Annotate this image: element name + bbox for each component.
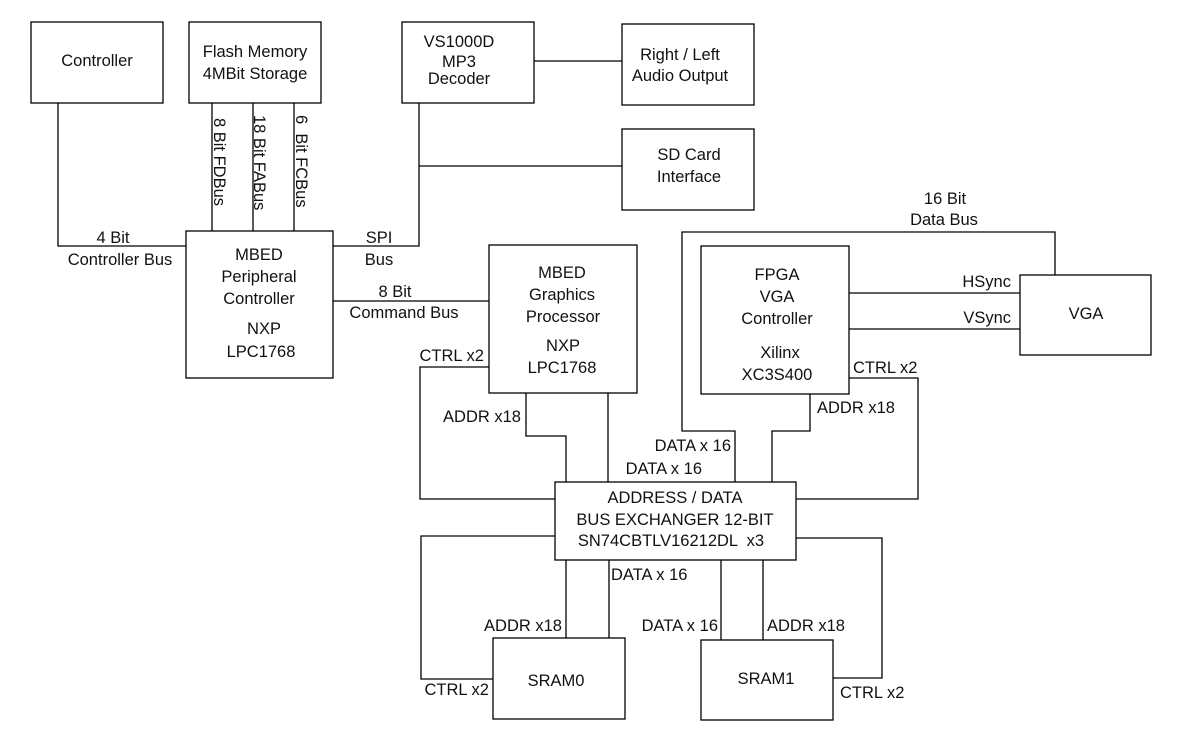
gfx-data-label: DATA x 16 <box>626 460 702 478</box>
fpga-label-5: XC3S400 <box>742 366 813 384</box>
vsync-label: VSync <box>963 309 1011 327</box>
exchanger-label-1: ADDRESS / DATA <box>607 489 742 507</box>
fpga-ctrl-label: CTRL x2 <box>853 359 918 377</box>
mbed-gfx-label-2: Graphics <box>529 286 595 304</box>
sram1-addr-label: ADDR x18 <box>767 617 845 635</box>
fabus-label: 18 Bit FABus <box>250 115 268 210</box>
sram0-label: SRAM0 <box>528 672 585 690</box>
sdcard-label-2: Interface <box>657 168 721 186</box>
exchanger-label-2: BUS EXCHANGER 12-BIT <box>576 511 773 529</box>
block-sram1: SRAM1 <box>700 639 834 721</box>
connections <box>57 60 1056 680</box>
data-bus-16-wire <box>681 231 1056 482</box>
fpga-label-1: FPGA <box>755 266 800 284</box>
exchanger-label-3: SN74CBTLV16212DL x3 <box>578 532 764 550</box>
command-bus-label-1: 8 Bit <box>378 283 411 301</box>
fdbus-label: 8 Bit FDBus <box>210 118 228 206</box>
fcbus-label: 6 Bit FCBus <box>292 115 310 208</box>
mbed-periph-label-3: Controller <box>223 290 295 308</box>
vs1000d-label-3: Decoder <box>428 70 491 88</box>
block-controller: Controller <box>30 21 164 104</box>
gfx-addr-wire <box>525 393 567 482</box>
vs1000d-label-1: VS1000D <box>424 33 495 51</box>
fpga-label-4: Xilinx <box>760 344 800 362</box>
sram0-addr-label: ADDR x18 <box>484 617 562 635</box>
sram1-data-label: DATA x 16 <box>642 617 718 635</box>
mbed-periph-label-5: LPC1768 <box>227 343 296 361</box>
fpga-ctrl-wire <box>796 377 919 500</box>
controller-bus-wire <box>57 103 186 247</box>
block-flash-memory: Flash Memory 4MBit Storage <box>188 21 322 104</box>
gfx-addr-label: ADDR x18 <box>443 408 521 426</box>
exchanger-data-label: DATA x 16 <box>611 566 687 584</box>
spi-label-1: SPI <box>366 229 393 247</box>
block-sram0: SRAM0 <box>492 637 626 720</box>
command-bus-label-2: Command Bus <box>349 304 458 322</box>
connection-labels: 8 Bit FDBus 18 Bit FABus 6 Bit FCBus 4 B… <box>68 115 1011 702</box>
spi-bus-wire <box>333 103 420 247</box>
mbed-gfx-label-5: LPC1768 <box>528 359 597 377</box>
gfx-ctrl-wire <box>419 366 555 500</box>
block-vga: VGA <box>1019 274 1152 356</box>
sram1-ctrl-wire <box>796 537 883 679</box>
block-bus-exchanger: ADDRESS / DATA BUS EXCHANGER 12-BIT SN74… <box>554 481 797 561</box>
sram1-label: SRAM1 <box>738 670 795 688</box>
sram0-ctrl-wire <box>420 535 555 680</box>
sram0-ctrl-label: CTRL x2 <box>425 681 490 699</box>
flash-label-2: 4MBit Storage <box>203 65 308 83</box>
spi-label-2: Bus <box>365 251 393 269</box>
data-bus-16-label-1: 16 Bit <box>924 190 967 208</box>
hsync-label: HSync <box>962 273 1011 291</box>
fpga-data-label: DATA x 16 <box>655 437 731 455</box>
fpga-addr-wire <box>771 394 811 482</box>
fpga-addr-label: ADDR x18 <box>817 399 895 417</box>
sdcard-label-1: SD Card <box>657 146 720 164</box>
audio-label-1: Right / Left <box>640 46 720 64</box>
fpga-label-2: VGA <box>760 288 795 306</box>
data-bus-16-label-2: Data Bus <box>910 211 978 229</box>
block-mbed-graphics-processor: MBED Graphics Processor NXP LPC1768 <box>488 244 638 394</box>
mbed-gfx-label-3: Processor <box>526 308 601 326</box>
block-controller-label: Controller <box>61 52 133 70</box>
controller-bus-label-2: Controller Bus <box>68 251 173 269</box>
block-audio-output: Right / Left Audio Output <box>621 23 755 106</box>
gfx-ctrl-label: CTRL x2 <box>420 347 485 365</box>
mbed-periph-label-2: Peripheral <box>221 268 296 286</box>
block-sd-card-interface: SD Card Interface <box>621 128 755 211</box>
mbed-gfx-label-4: NXP <box>546 337 580 355</box>
sram1-ctrl-label: CTRL x2 <box>840 684 905 702</box>
vs1000d-label-2: MP3 <box>442 53 476 71</box>
vga-label: VGA <box>1069 305 1104 323</box>
block-mbed-peripheral-controller: MBED Peripheral Controller NXP LPC1768 <box>185 230 334 379</box>
block-vs1000d-decoder: VS1000D MP3 Decoder <box>401 21 535 104</box>
block-fpga-vga-controller: FPGA VGA Controller Xilinx XC3S400 <box>700 245 850 395</box>
controller-bus-label-1: 4 Bit <box>96 229 129 247</box>
flash-label-1: Flash Memory <box>203 43 308 61</box>
mbed-gfx-label-1: MBED <box>538 264 586 282</box>
mbed-periph-label-1: MBED <box>235 246 283 264</box>
mbed-periph-label-4: NXP <box>247 320 281 338</box>
fpga-label-3: Controller <box>741 310 813 328</box>
audio-label-2: Audio Output <box>632 67 729 85</box>
